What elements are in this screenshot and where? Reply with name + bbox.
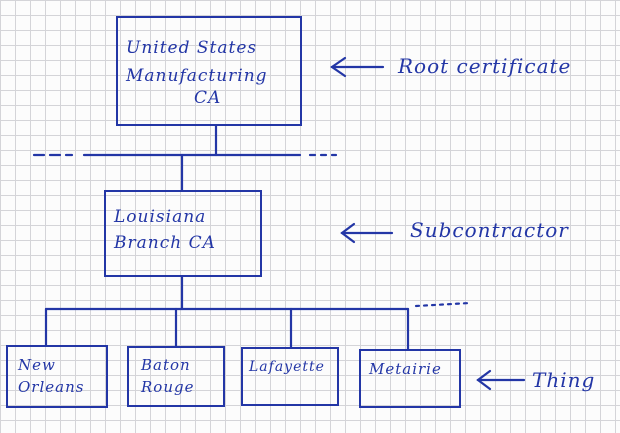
leaf-3-line-1: Lafayette	[249, 359, 325, 375]
bottom-bus-dots	[414, 301, 472, 308]
leaf-2-line-1: Baton	[141, 356, 191, 374]
leaf-new-orleans-box: New Orleans	[6, 345, 108, 408]
leaf-lafayette-box: Lafayette	[241, 347, 339, 406]
leaf-metairie-box: Metairie	[359, 349, 461, 408]
sub-ca-line-2: Branch CA	[114, 233, 216, 253]
subcontractor-ca-box: Louisiana Branch CA	[104, 190, 262, 277]
root-ca-line-1: United States	[126, 38, 258, 58]
leaf-baton-rouge-box: Baton Rouge	[127, 346, 225, 407]
root-ca-line-2: Manufacturing	[126, 66, 268, 86]
arrow-leaf	[476, 369, 526, 391]
sub-ca-line-1: Louisiana	[114, 207, 207, 227]
root-ca-box: United States Manufacturing CA	[116, 16, 302, 126]
leaf-1-line-1: New	[18, 356, 56, 374]
root-certificate-label: Root certificate	[398, 54, 572, 78]
leaf-4-line-1: Metairie	[369, 360, 442, 378]
leaf-2-line-2: Rouge	[141, 378, 195, 396]
subcontractor-label: Subcontractor	[410, 218, 569, 242]
arrow-sub	[340, 222, 394, 244]
root-ca-line-3: CA	[194, 88, 222, 108]
leaf-1-line-2: Orleans	[18, 378, 85, 396]
thing-label: Thing	[532, 368, 596, 392]
arrow-root	[330, 56, 385, 78]
